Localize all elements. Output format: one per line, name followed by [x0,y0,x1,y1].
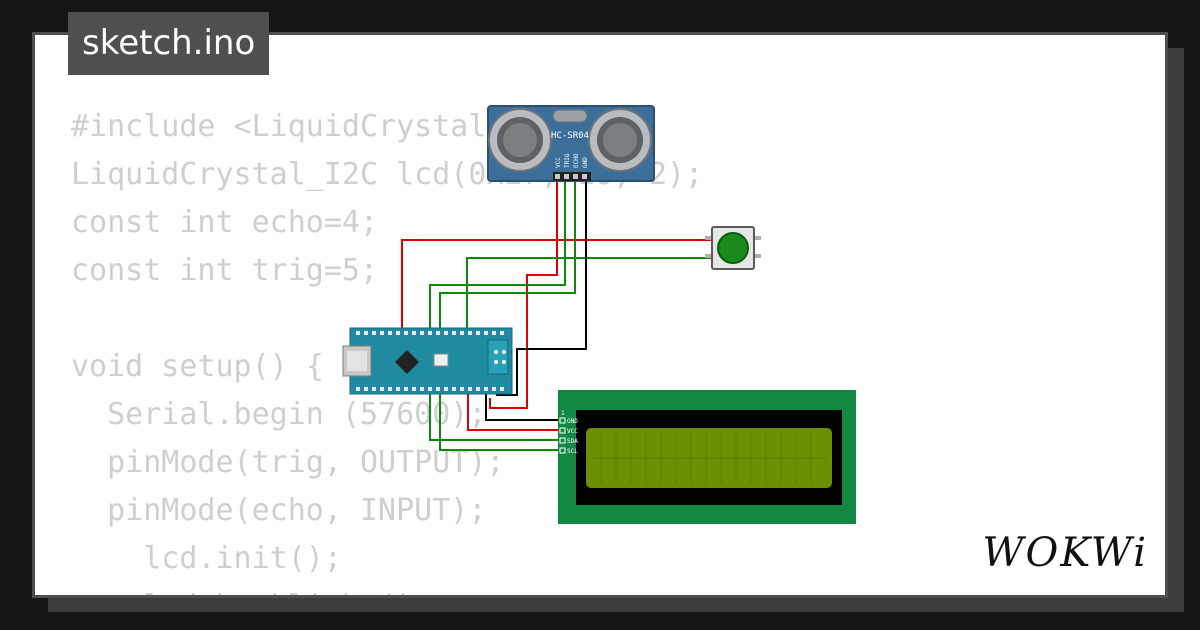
ultrasonic-sensor[interactable]: HC-SR04 VCC TRIG ECHO GND [487,105,655,182]
wire-red-button [401,239,713,336]
lcd-pin-label: GND [567,418,578,425]
sensor-pin-label: VCC [555,157,562,168]
wire-green-echo [439,180,576,451]
wires [401,180,713,451]
wire-black-sensor-gnd [496,180,587,396]
code-line: pinMode(echo, INPUT); [71,493,487,528]
wire-red-lcd-vcc [467,392,562,431]
sensor-pin-label: TRIG [564,153,571,168]
nano-chip [395,350,419,374]
code-line: const int trig=5; [71,253,379,288]
push-button[interactable] [705,226,761,270]
code-line: lcd.backlight(); [71,583,703,595]
file-title-badge: sketch.ino [68,12,270,75]
wire-green-trig [429,180,566,441]
sensor-pin-label: GND [582,157,589,168]
lcd-pin-header-label: 1 [561,410,565,417]
code-line: void setup() { [71,349,324,384]
wokwi-logo: WOKWi [982,530,1148,576]
wire-red-sensor-vcc [489,180,558,409]
wire-black-lcd-gnd [485,392,562,421]
lcd-pin-label: SDA [567,438,578,445]
lcd-pin-label: VCC [567,428,578,435]
sensor-pin-label: ECHO [573,153,580,168]
sensor-label: HC-SR04 [551,131,589,141]
arduino-nano[interactable] [342,327,513,395]
code-line: const int echo=4; [71,205,379,240]
wire-green-button [466,257,713,336]
lcd-pin-label: SCL [567,448,578,455]
code-line: pinMode(trig, OUTPUT); [71,445,505,480]
button-cap[interactable] [717,232,749,264]
code-line: lcd.init(); [71,541,342,576]
code-line: Serial.begin (57600); [71,397,487,432]
lcd-display[interactable]: 1 GND VCC SDA SCL [558,390,856,524]
